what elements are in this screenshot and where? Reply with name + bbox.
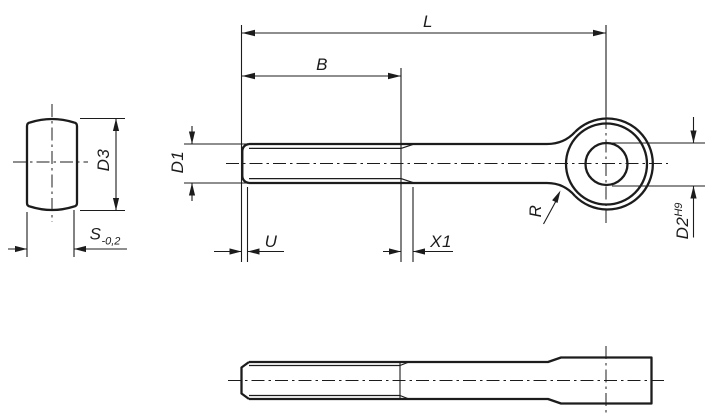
- s-arrow-right: [74, 245, 86, 253]
- eye-hole-circle: [584, 141, 629, 187]
- dim-label-S: S-0,2: [90, 225, 121, 248]
- eye-side-view: [8, 104, 127, 257]
- dim-label-D2: D2H9: [673, 203, 693, 240]
- eye-outer-circle: [574, 117, 654, 211]
- d2-arrow-top: [690, 130, 697, 143]
- front-view: [184, 25, 705, 262]
- dim-label-S-letter: S: [89, 224, 102, 244]
- top-view-body-outline: [249, 356, 653, 405]
- d1-extension-lines: [184, 143, 250, 184]
- d1-arrow-bottom: [188, 183, 196, 196]
- bolt-tip-outline: [241, 142, 250, 185]
- dim-label-U: U: [264, 232, 278, 251]
- d2-arrow-bottom: [690, 186, 697, 199]
- dim-label-L: L: [423, 12, 433, 31]
- r-leader-line: [543, 200, 557, 225]
- r-leader-arrow: [552, 190, 561, 203]
- top-view: [228, 346, 668, 414]
- dim-label-D3: D3: [94, 148, 113, 172]
- d1-arrow-top: [188, 131, 196, 144]
- d2-extension-lines: [612, 142, 705, 187]
- d3-extension-lines: [80, 117, 125, 212]
- eye-ring-circle: [564, 122, 649, 206]
- d3-arrow-bottom: [112, 198, 120, 211]
- u-arrow-right: [247, 248, 260, 255]
- x1-arrow-left: [389, 248, 401, 255]
- bolt-top-outline: [249, 131, 576, 146]
- l-arrow-right: [593, 29, 606, 37]
- s-extension-lines: [26, 210, 75, 257]
- dim-label-B: B: [316, 55, 328, 74]
- bolt-bottom-outline: [249, 181, 576, 197]
- dim-label-S-tolerance: -0,2: [101, 235, 121, 248]
- u-arrow-left: [229, 248, 242, 255]
- dim-label-D2-letter: D2: [673, 216, 692, 240]
- dim-label-D2-fit: H9: [673, 202, 685, 217]
- d3-arrow-top: [112, 118, 120, 131]
- top-view-tip-outline: [240, 361, 250, 400]
- dim-label-D1: D1: [168, 150, 187, 174]
- s-arrow-left: [15, 245, 27, 253]
- b-arrow-left: [242, 72, 255, 80]
- l-arrow-left: [242, 29, 255, 37]
- x1-arrow-right: [413, 248, 425, 255]
- dim-label-X1: X1: [430, 232, 452, 251]
- dim-label-R: R: [526, 204, 545, 218]
- b-arrow-right: [388, 72, 401, 80]
- eye-side-outline: [25, 117, 79, 212]
